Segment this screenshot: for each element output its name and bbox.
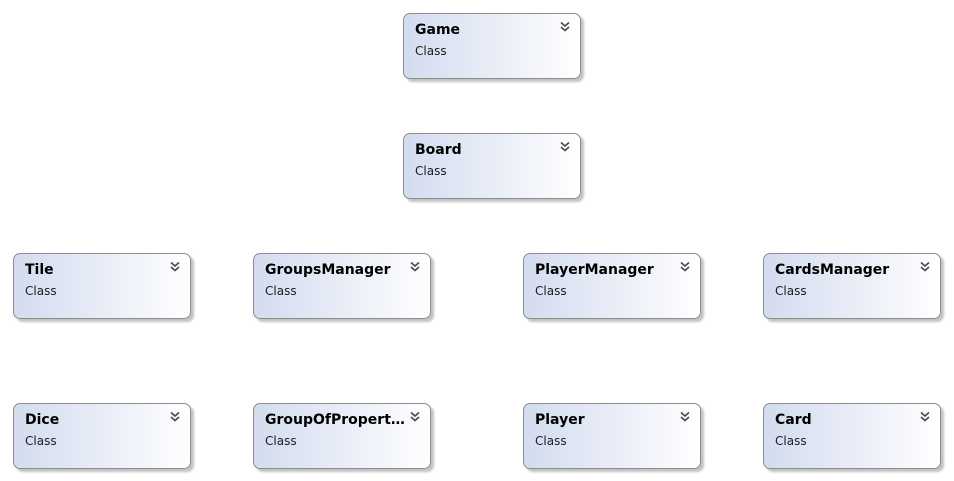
class-kind: Class — [25, 284, 57, 298]
class-name: Player — [535, 412, 585, 428]
class-box-cardsmanager[interactable]: CardsManager Class — [763, 253, 941, 319]
double-chevron-down-icon[interactable] — [679, 261, 691, 273]
class-kind: Class — [775, 434, 807, 448]
double-chevron-down-icon[interactable] — [679, 411, 691, 423]
class-kind: Class — [415, 164, 447, 178]
class-name: CardsManager — [775, 262, 890, 278]
double-chevron-down-icon[interactable] — [559, 141, 571, 153]
double-chevron-down-icon[interactable] — [919, 261, 931, 273]
class-box-card[interactable]: Card Class — [763, 403, 941, 469]
class-kind: Class — [265, 434, 297, 448]
double-chevron-down-icon[interactable] — [169, 411, 181, 423]
double-chevron-down-icon[interactable] — [169, 261, 181, 273]
class-name: Dice — [25, 412, 60, 428]
class-name: Game — [415, 22, 461, 38]
class-box-playermanager[interactable]: PlayerManager Class — [523, 253, 701, 319]
class-kind: Class — [415, 44, 447, 58]
class-box-game[interactable]: Game Class — [403, 13, 581, 79]
double-chevron-down-icon[interactable] — [409, 261, 421, 273]
class-name: GroupsManager — [265, 262, 391, 278]
class-name: PlayerManager — [535, 262, 654, 278]
class-kind: Class — [535, 284, 567, 298]
double-chevron-down-icon[interactable] — [559, 21, 571, 33]
double-chevron-down-icon[interactable] — [409, 411, 421, 423]
class-box-groupsmanager[interactable]: GroupsManager Class — [253, 253, 431, 319]
class-kind: Class — [535, 434, 567, 448]
class-kind: Class — [775, 284, 807, 298]
class-kind: Class — [25, 434, 57, 448]
class-box-player[interactable]: Player Class — [523, 403, 701, 469]
class-name: Tile — [25, 262, 54, 278]
class-name: Board — [415, 142, 462, 158]
class-box-board[interactable]: Board Class — [403, 133, 581, 199]
class-box-groupofproperties[interactable]: GroupOfPropert... Class — [253, 403, 431, 469]
class-name: Card — [775, 412, 812, 428]
class-name: GroupOfPropert... — [265, 412, 405, 428]
double-chevron-down-icon[interactable] — [919, 411, 931, 423]
class-box-tile[interactable]: Tile Class — [13, 253, 191, 319]
class-kind: Class — [265, 284, 297, 298]
class-box-dice[interactable]: Dice Class — [13, 403, 191, 469]
